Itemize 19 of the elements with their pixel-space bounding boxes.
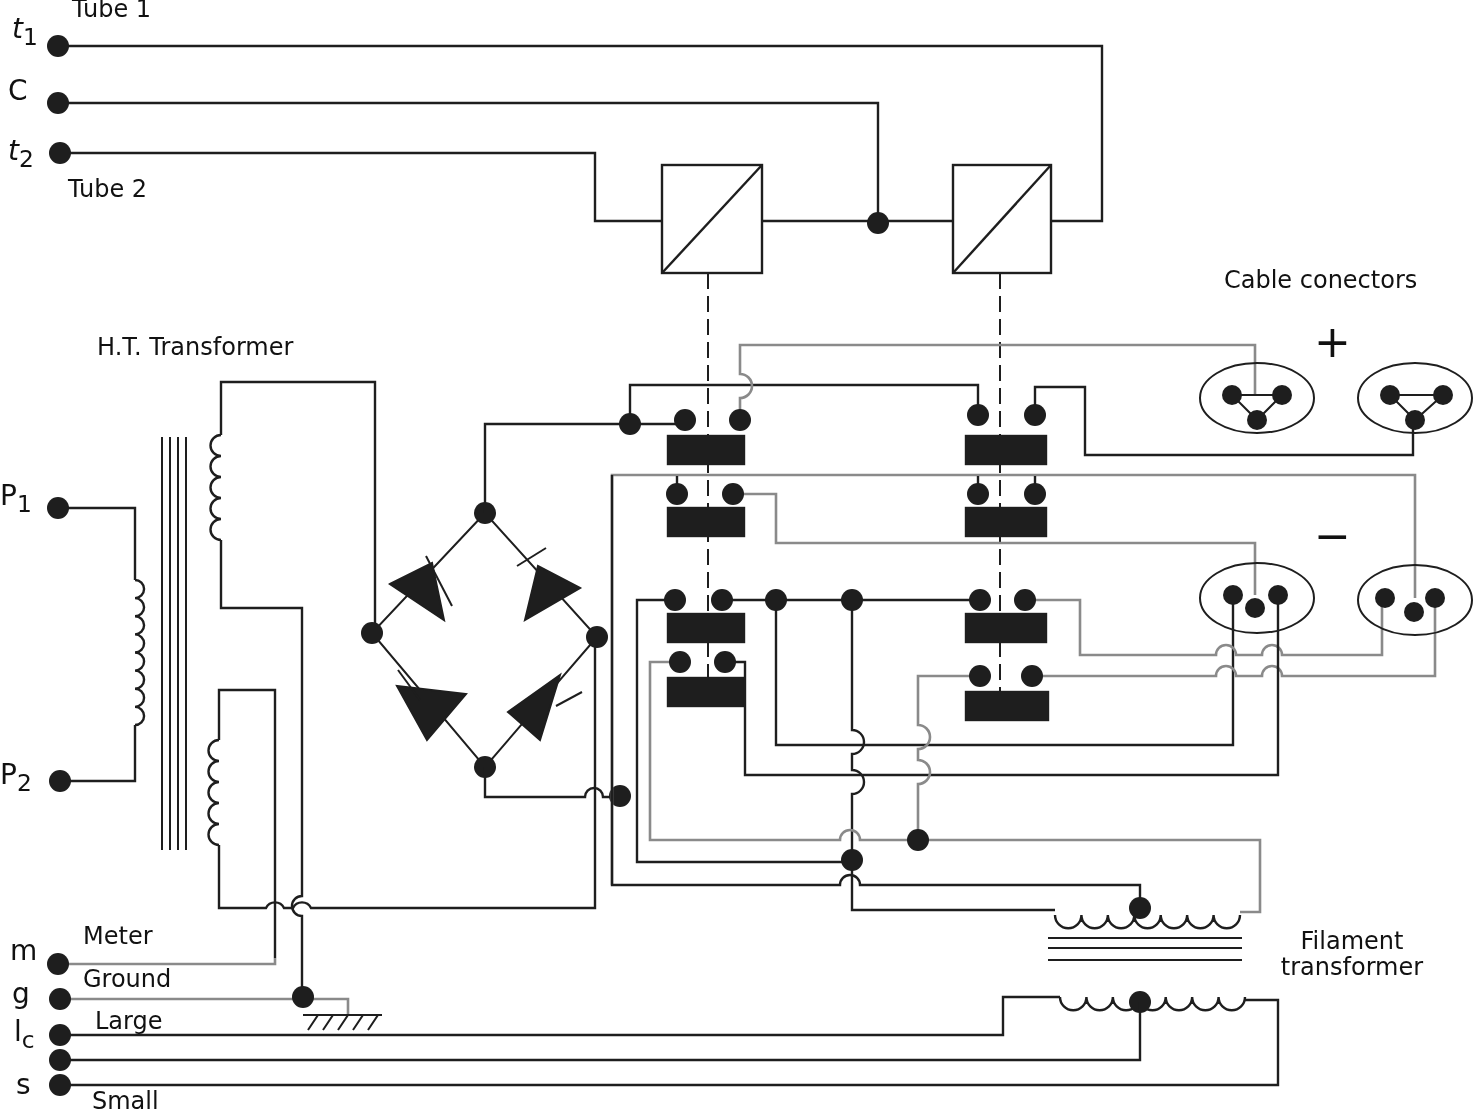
terminal-label: P$_{1}$ — [0, 481, 32, 518]
terminal-caption: Tube 2 — [68, 176, 148, 203]
polarity-sign: − — [1314, 512, 1351, 561]
terminal-label: l$_{c}$ — [14, 1017, 35, 1054]
terminal-caption: Meter — [83, 923, 153, 950]
terminal-label: t$_{2}$ — [8, 136, 34, 173]
terminal-caption: Small — [92, 1088, 159, 1115]
terminal-label: s — [16, 1070, 31, 1101]
terminal-label: m — [10, 936, 38, 967]
terminal-caption: Ground — [83, 966, 172, 993]
terminal-label: P$_{2}$ — [0, 760, 32, 797]
component-label: Filament transformer — [1279, 928, 1425, 981]
terminal-caption: Large — [95, 1008, 163, 1035]
terminal-label: g — [12, 979, 30, 1010]
terminal-label: t$_{1}$ — [12, 14, 38, 51]
component-label: H.T. Transformer — [97, 334, 294, 361]
polarity-sign: + — [1314, 318, 1351, 367]
component-label: Cable conectors — [1224, 267, 1418, 294]
terminal-label: C — [8, 76, 28, 107]
